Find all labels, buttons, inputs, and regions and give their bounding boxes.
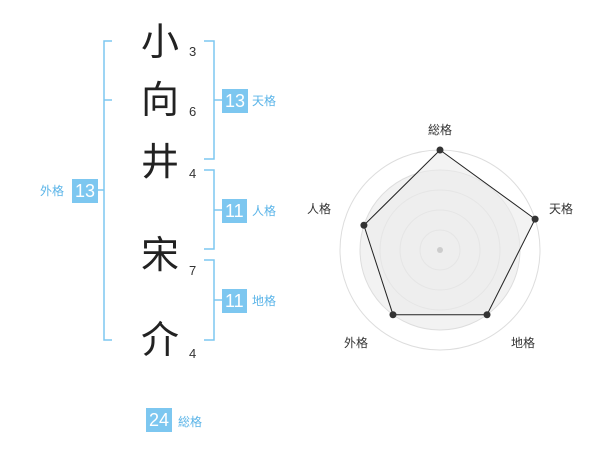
radar-point-1 [436, 146, 444, 154]
chikaku-value-badge: 11 [222, 289, 247, 313]
radar-polygon [363, 149, 536, 316]
stroke-count-2: 6 [189, 104, 197, 119]
stroke-count-1: 3 [189, 44, 197, 59]
radar-label-soukaku: 総格 [428, 122, 452, 137]
name-char-2: 向 [140, 78, 179, 122]
jinkaku-value-badge: 11 [222, 199, 247, 223]
radar-label-chikaku: 地格 [511, 335, 535, 350]
tenkaku-value-badge: 13 [222, 89, 249, 113]
radar-point-2 [531, 215, 539, 223]
radar-label-gaikaku: 外格 [344, 335, 368, 350]
stroke-count-4: 7 [189, 263, 197, 278]
radar-center-dot [437, 247, 443, 253]
stroke-count-3: 4 [189, 166, 197, 181]
radar-point-4 [389, 311, 397, 319]
radar-point-3 [483, 311, 491, 319]
gaikaku-label: 外格 [40, 184, 65, 198]
radar-label-jinkaku: 人格 [307, 201, 331, 216]
stroke-count-5: 4 [189, 346, 197, 361]
name-char-5: 介 [140, 318, 179, 362]
radar-points [360, 146, 539, 319]
chikaku-label: 地格 [252, 294, 277, 308]
jinkaku-label: 人格 [252, 204, 277, 218]
name-char-3: 井 [140, 140, 179, 184]
radar-point-5 [360, 221, 368, 229]
gaikaku-value-badge: 13 [72, 179, 99, 203]
name-char-4: 宋 [140, 233, 179, 277]
soukaku-label: 総格 [178, 415, 203, 429]
name-char-1: 小 [140, 20, 179, 64]
soukaku-value-badge: 24 [146, 408, 173, 432]
radar-label-tenkaku: 天格 [549, 201, 573, 216]
tenkaku-label: 天格 [252, 94, 277, 108]
